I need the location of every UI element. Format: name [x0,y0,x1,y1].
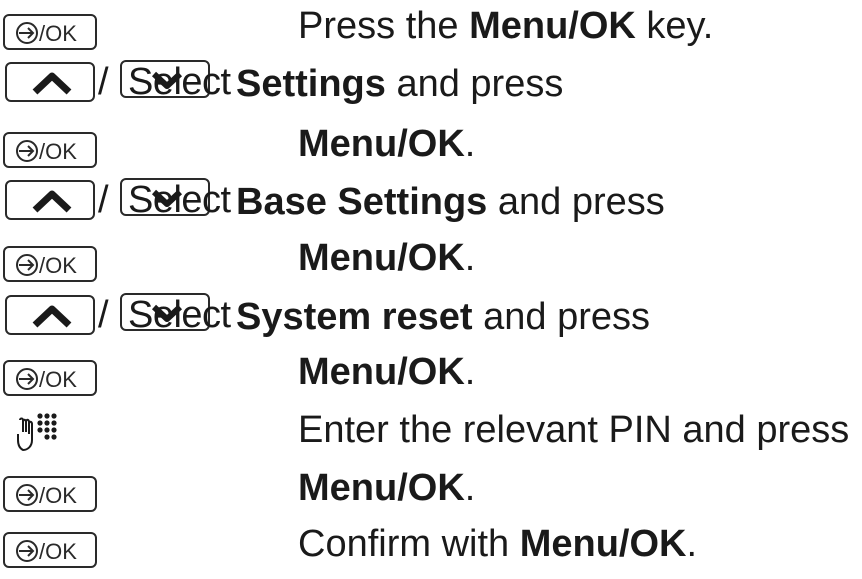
step-text: Menu/OK. [298,467,476,509]
menu-ok-key-icon: /OK [3,246,97,282]
step-row: /OK Menu/OK. [0,346,862,403]
key-label: /OK [39,253,77,278]
step-text: Base Settings and press [236,181,665,223]
key-label: /OK [39,483,77,508]
step-text: Menu/OK. [298,123,476,165]
step-text: Press the Menu/OK key. [298,5,714,47]
menu-ok-key-icon: /OK [3,14,97,50]
select-word: Select [128,294,231,336]
step-text: Menu/OK. [298,237,476,279]
step-row: /OK Menu/OK. [0,118,862,175]
step-row: /OK Confirm with Menu/OK. [0,518,862,575]
step-text: Settings and press [236,63,564,105]
key-label: /OK [39,21,77,46]
step-row: / Select Settings and press [0,58,862,115]
step-row: / Select Base Settings and press [0,176,862,233]
select-word: Select [128,61,231,103]
down-key-icon [120,178,210,216]
down-key-icon [120,60,210,98]
step-text: Menu/OK. [298,351,476,393]
menu-ok-key-icon: /OK [3,360,97,396]
step-row: / Select System reset and press [0,291,862,348]
keypad-icon [14,410,60,461]
menu-ok-key-icon: /OK [3,532,97,568]
select-word: Select [128,179,231,221]
up-key-icon [5,180,95,220]
key-label: /OK [39,139,77,164]
menu-ok-key-icon: /OK [3,132,97,168]
key-label: /OK [39,539,77,564]
step-row: Enter the relevant PIN and press [0,404,862,461]
key-label: /OK [39,367,77,392]
step-row: /OK Press the Menu/OK key. [0,0,862,57]
step-text: Enter the relevant PIN and press [298,409,850,451]
slash-separator: / [98,61,109,103]
slash-separator: / [98,294,109,336]
slash-separator: / [98,179,109,221]
up-key-icon [5,62,95,102]
step-row: /OK Menu/OK. [0,462,862,519]
menu-ok-key-icon: /OK [3,476,97,512]
down-key-icon [120,293,210,331]
step-text: Confirm with Menu/OK. [298,523,698,565]
step-text: System reset and press [236,296,651,338]
up-key-icon [5,295,95,335]
step-row: /OK Menu/OK. [0,232,862,289]
